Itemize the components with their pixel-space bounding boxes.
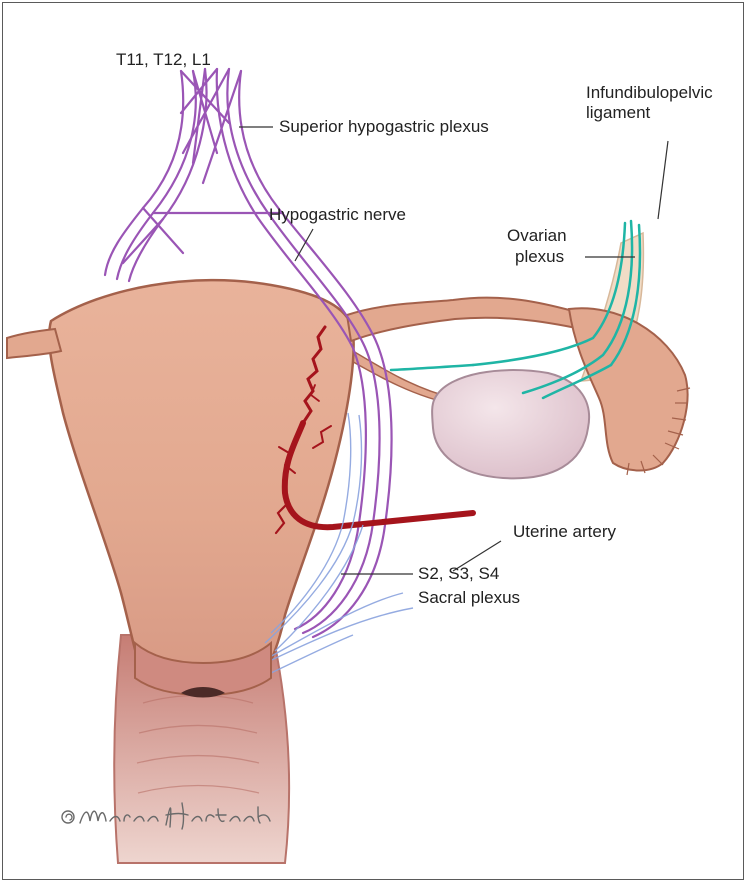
label-uterine-artery: Uterine artery — [513, 521, 616, 542]
fallopian-tube-right — [347, 298, 581, 341]
label-ovarian-plexus-line2: plexus — [515, 246, 564, 267]
uterus — [49, 280, 353, 671]
label-infundibulopelvic-ligament-line1: Infundibulopelvic — [586, 82, 713, 103]
label-s2-s3-s4: S2, S3, S4 — [418, 563, 499, 584]
label-t11-t12-l1: T11, T12, L1 — [116, 49, 211, 70]
label-sacral-plexus: Sacral plexus — [418, 587, 520, 608]
leader-infundibulopelvic-ligament — [658, 141, 668, 219]
label-ovarian-plexus-line1: Ovarian — [507, 225, 567, 246]
label-hypogastric-nerve: Hypogastric nerve — [269, 204, 406, 225]
label-infundibulopelvic-ligament-line2: ligament — [586, 102, 650, 123]
artist-signature — [58, 793, 278, 838]
label-superior-hypogastric-plexus: Superior hypogastric plexus — [279, 116, 489, 137]
